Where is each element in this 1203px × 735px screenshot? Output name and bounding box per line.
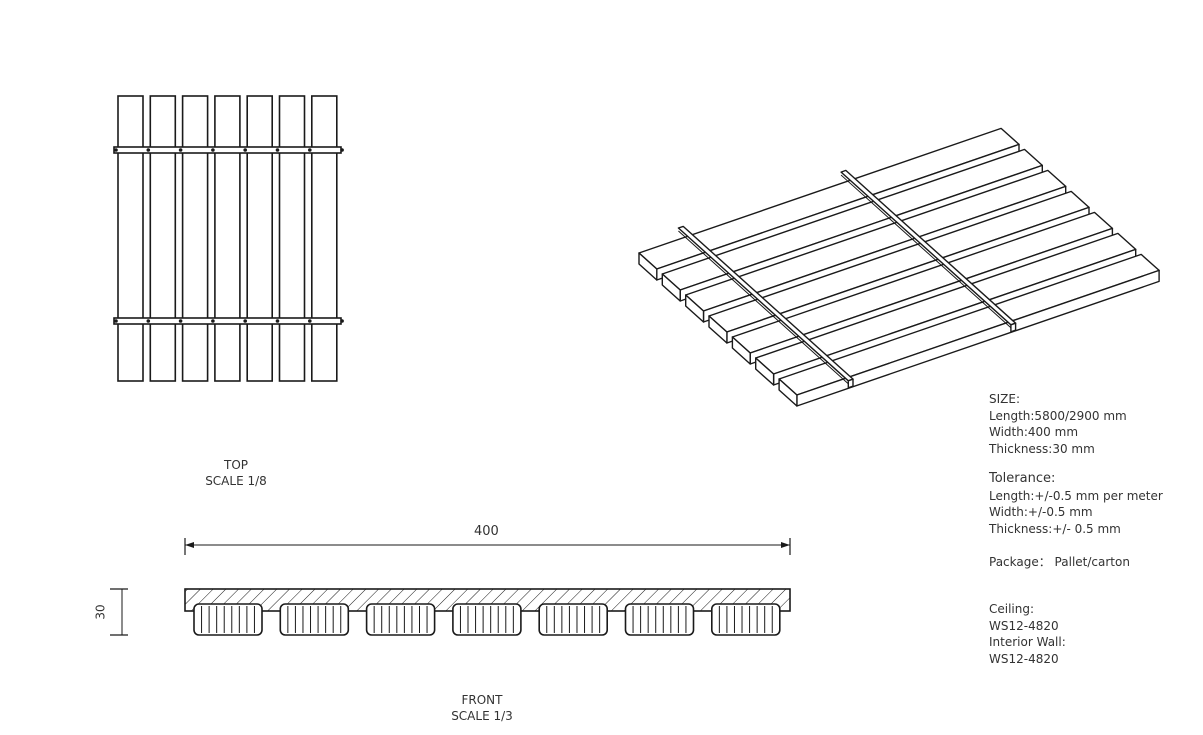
front-view-batten — [538, 603, 609, 636]
ceiling-label: Ceiling: — [989, 602, 1035, 616]
iso-rail-end — [847, 378, 854, 389]
front-view-batten — [365, 603, 436, 636]
width-dimension-value: 400 — [474, 524, 499, 539]
top-view-screw — [340, 148, 344, 152]
ceiling-code: WS12-4820 — [989, 618, 1059, 633]
top-view-batten — [149, 95, 177, 382]
front-view-name: FRONT — [461, 693, 503, 707]
top-view-batten — [246, 95, 273, 382]
top-view — [113, 95, 344, 382]
iso-rail-edge — [678, 230, 849, 385]
top-view-screw — [275, 148, 280, 152]
spec-length: Length:5800/2900 mm — [989, 408, 1127, 423]
interior-wall-label: Interior Wall: — [989, 635, 1066, 649]
front-view-batten — [279, 603, 350, 636]
top-view-batten — [310, 95, 338, 382]
package-spec: Package： Pallet/carton — [989, 555, 1130, 569]
isometric-view — [638, 127, 1160, 407]
tolerance-spec-block: Tolerance: Length:+/-0.5 mm per meter Wi… — [989, 471, 1163, 537]
interior-wall-code: WS12-4820 — [989, 651, 1059, 666]
top-view-batten — [278, 95, 306, 382]
spec-thickness: Thickness:30 mm — [989, 441, 1095, 456]
front-view-batten — [193, 603, 263, 636]
iso-slat-end — [661, 273, 681, 302]
top-view-batten — [117, 95, 144, 382]
top-view-screw — [146, 148, 151, 152]
tolerance-thickness: Thickness:+/- 0.5 mm — [989, 521, 1121, 536]
top-view-screw — [114, 319, 118, 323]
top-view-screw — [114, 148, 118, 152]
iso-rail-end — [1010, 322, 1017, 333]
front-view-batten — [710, 603, 781, 636]
top-view-batten — [214, 95, 241, 382]
iso-slat-end — [755, 357, 775, 386]
iso-slat-end — [685, 294, 705, 323]
top-view-screw — [243, 319, 247, 323]
front-view-batten — [624, 603, 695, 636]
front-view — [110, 538, 791, 636]
top-view-screw — [178, 319, 183, 323]
tolerance-width: Width:+/-0.5 mm — [989, 505, 1093, 519]
tolerance-title: Tolerance: — [989, 471, 1056, 486]
iso-slat-end — [731, 336, 751, 365]
width-dimension-arrow-right — [781, 542, 790, 548]
size-title: SIZE: — [989, 392, 1021, 406]
width-dimension-arrow-left — [185, 542, 194, 548]
front-view-label: FRONT SCALE 1/3 — [446, 692, 518, 724]
top-view-name: TOP — [223, 458, 248, 472]
top-view-screw — [308, 148, 312, 152]
top-view-screw — [275, 319, 280, 323]
top-view-scale: SCALE 1/8 — [205, 474, 267, 488]
spec-width: Width:400 mm — [989, 425, 1079, 439]
iso-slat-end — [638, 252, 658, 281]
top-view-screw — [178, 148, 183, 152]
iso-slat-end — [778, 378, 798, 407]
top-view-screw — [340, 319, 344, 323]
top-view-label: TOP SCALE 1/8 — [200, 457, 272, 489]
top-view-screw — [243, 148, 247, 152]
thickness-dimension-value: 30 — [93, 604, 108, 620]
top-view-screw — [146, 319, 151, 323]
iso-slat-end — [708, 315, 728, 344]
iso-rail-edge — [840, 174, 1012, 329]
tolerance-length: Length:+/-0.5 mm per meter — [989, 488, 1163, 503]
size-spec-block: SIZE: Length:5800/2900 mm Width:400 mm T… — [989, 391, 1127, 457]
front-view-scale: SCALE 1/3 — [451, 709, 513, 723]
top-view-screw — [308, 319, 312, 323]
product-code-block: Ceiling: WS12-4820 Interior Wall: WS12-4… — [989, 601, 1066, 667]
top-view-screw — [211, 148, 215, 152]
top-view-screw — [211, 319, 215, 323]
front-view-batten — [452, 603, 522, 636]
top-view-batten — [181, 95, 209, 382]
